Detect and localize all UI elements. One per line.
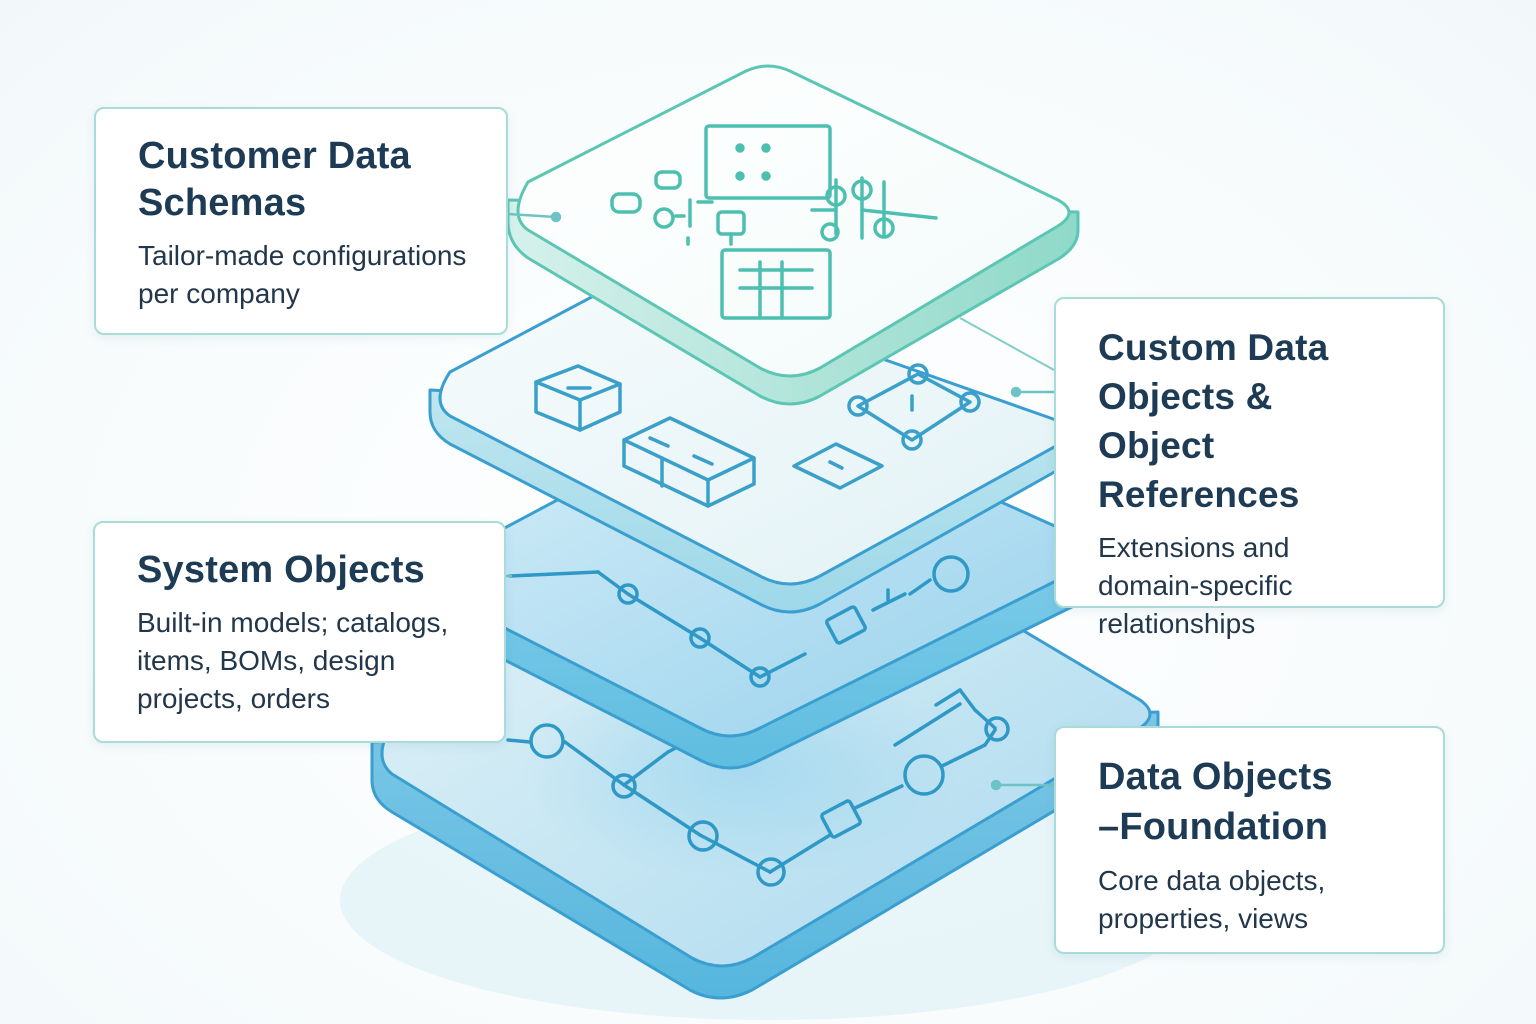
callout-description: Built-in models; catalogs, items, BOMs, … bbox=[137, 604, 478, 718]
title-line: Object References bbox=[1098, 425, 1300, 515]
object-reference-icon bbox=[847, 363, 981, 451]
description-line: Core data objects, bbox=[1098, 865, 1326, 896]
foundation-node bbox=[687, 820, 719, 852]
callout-system-objects: System Objects Built-in models; catalogs… bbox=[93, 521, 506, 743]
callout-description: Core data objects, properties, views bbox=[1098, 862, 1417, 938]
foundation-square-node bbox=[820, 799, 862, 839]
description-line: items, BOMs, design bbox=[137, 645, 396, 676]
callout-connectors bbox=[506, 211, 1055, 791]
schemas-layer-top bbox=[516, 64, 1071, 378]
description-line: Tailor-made configurations bbox=[138, 240, 467, 271]
schema-document-icon bbox=[720, 248, 832, 320]
description-line: domain-specific bbox=[1098, 570, 1293, 601]
system-node bbox=[617, 583, 639, 605]
description-line: per company bbox=[138, 278, 300, 309]
system-network-diagram bbox=[508, 555, 970, 688]
callout-title: Data Objects –Foundation bbox=[1098, 752, 1417, 852]
schema-grid-icon bbox=[704, 124, 832, 200]
double-cube-icon bbox=[622, 416, 756, 508]
foundation-node-large bbox=[903, 754, 945, 796]
callout-title: Customer Data Schemas bbox=[138, 133, 480, 227]
callout-description: Tailor-made configurations per company bbox=[138, 237, 480, 313]
system-node-large bbox=[932, 555, 970, 593]
layer-custom-data-objects bbox=[428, 274, 1076, 614]
description-line: properties, views bbox=[1098, 903, 1309, 934]
system-node bbox=[749, 666, 771, 688]
callout-data-objects-foundation: Data Objects –Foundation Core data objec… bbox=[1054, 726, 1445, 954]
schema-icons bbox=[610, 124, 938, 320]
title-line: –Foundation bbox=[1098, 806, 1329, 848]
schema-sliders-icon bbox=[810, 176, 938, 242]
foundation-node bbox=[611, 773, 637, 799]
foundation-node bbox=[984, 716, 1010, 742]
system-square-node bbox=[825, 605, 867, 645]
callout-title: Custom Data Objects & Object References bbox=[1098, 323, 1417, 519]
callout-custom-data-objects: Custom Data Objects & Object References … bbox=[1054, 297, 1445, 639]
system-node bbox=[689, 627, 711, 649]
description-line: projects, orders bbox=[137, 683, 330, 714]
title-line: Data Objects bbox=[1098, 756, 1333, 798]
title-line: System Objects bbox=[137, 549, 425, 591]
callout-customer-data-schemas: Customer Data Schemas Tailor-made config… bbox=[94, 107, 508, 335]
callout-description: Extensions and domain-specific relations… bbox=[1098, 529, 1417, 643]
title-line: Custom Data bbox=[1098, 327, 1329, 368]
schema-fields-icon bbox=[610, 170, 746, 246]
layer-customer-data-schemas bbox=[506, 64, 1080, 406]
description-line: relationships bbox=[1098, 608, 1256, 639]
description-line: Extensions and bbox=[1098, 532, 1290, 563]
title-line: Customer Data bbox=[138, 135, 411, 177]
callout-title: System Objects bbox=[137, 547, 478, 594]
description-line: Built-in models; catalogs, bbox=[137, 607, 449, 638]
custom-objects-icons bbox=[534, 363, 981, 508]
title-line: Objects & bbox=[1098, 376, 1273, 417]
foundation-node-large bbox=[529, 723, 565, 759]
object-tile-icon bbox=[792, 442, 884, 490]
cube-icon bbox=[534, 364, 622, 432]
title-line: Schemas bbox=[138, 182, 307, 224]
connector-schemas bbox=[507, 212, 557, 219]
foundation-node bbox=[756, 857, 786, 887]
